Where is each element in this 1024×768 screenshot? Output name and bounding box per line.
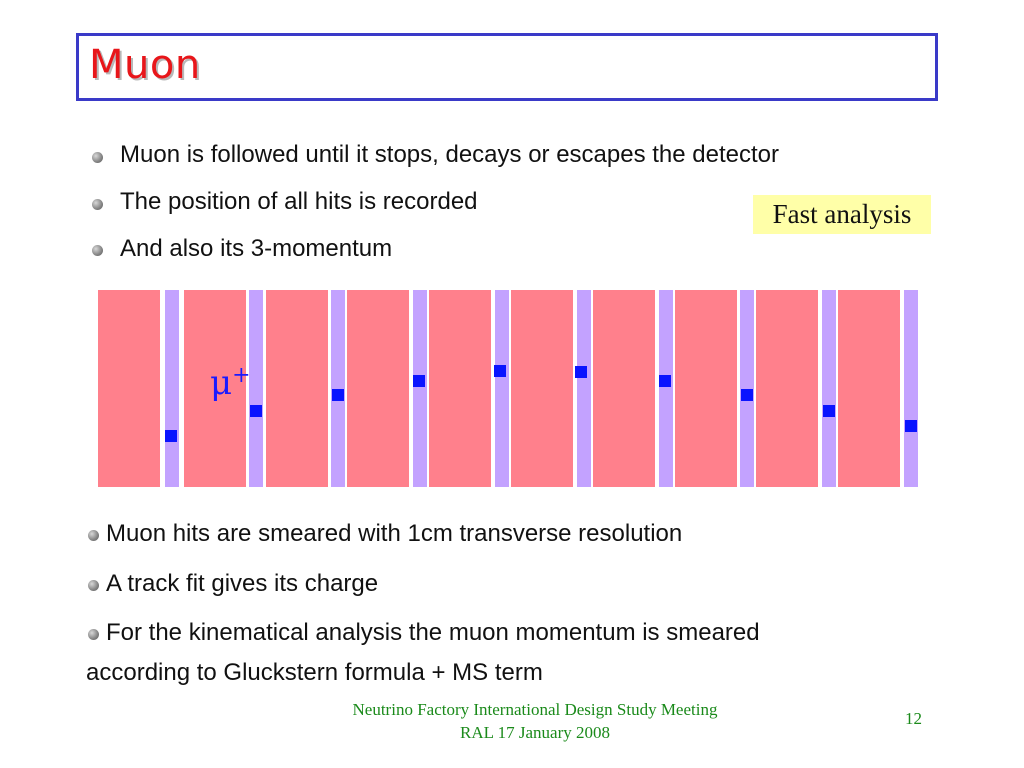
muon-charge: + <box>232 363 250 388</box>
bullet-bottom-2: A track fit gives its charge <box>106 570 379 597</box>
muon-hit-4 <box>413 375 425 387</box>
scintillator-layer-3 <box>331 290 345 487</box>
absorber-plate-1 <box>98 290 160 487</box>
absorber-plate-6 <box>511 290 573 487</box>
fast-analysis-note: Fast analysis <box>753 195 931 234</box>
bullet-top-3: And also its 3-momentum <box>120 235 393 262</box>
bullet-dot-icon <box>88 530 99 541</box>
absorber-plate-3 <box>266 290 328 487</box>
scintillator-layer-6 <box>577 290 591 487</box>
absorber-plate-4 <box>347 290 409 487</box>
absorber-plate-8 <box>675 290 737 487</box>
bullet-dot-icon <box>88 580 99 591</box>
bullet-bottom-1: Muon hits are smeared with 1cm transvers… <box>106 520 683 547</box>
bullet-dot-icon <box>92 245 103 256</box>
muon-hit-10 <box>905 420 917 432</box>
absorber-plate-7 <box>593 290 655 487</box>
scintillator-layer-2 <box>249 290 263 487</box>
title-box: Muon <box>76 33 938 101</box>
bullet-bottom-3-continuation: according to Gluckstern formula + MS ter… <box>86 659 543 686</box>
scintillator-layer-10 <box>904 290 918 487</box>
muon-hit-3 <box>332 389 344 401</box>
scintillator-layer-1 <box>165 290 179 487</box>
scintillator-layer-5 <box>495 290 509 487</box>
footer-line-2: RAL 17 January 2008 <box>460 723 610 742</box>
slide-title: Muon <box>89 42 201 88</box>
absorber-plate-5 <box>429 290 491 487</box>
muon-label: μ <box>210 363 232 403</box>
muon-hit-7 <box>659 375 671 387</box>
scintillator-layer-7 <box>659 290 673 487</box>
muon-hit-1 <box>165 430 177 442</box>
muon-hit-5 <box>494 365 506 377</box>
bullet-bottom-3: For the kinematical analysis the muon mo… <box>106 619 760 646</box>
bullet-dot-icon <box>88 629 99 640</box>
scintillator-layer-9 <box>822 290 836 487</box>
muon-symbol: μ+ <box>210 363 251 403</box>
absorber-plate-2 <box>184 290 246 487</box>
scintillator-layer-8 <box>740 290 754 487</box>
scintillator-layer-4 <box>413 290 427 487</box>
absorber-plate-10 <box>838 290 900 487</box>
muon-hit-9 <box>823 405 835 417</box>
muon-hit-2 <box>250 405 262 417</box>
page-number: 12 <box>905 709 922 728</box>
bullet-top-1: Muon is followed until it stops, decays … <box>120 141 780 168</box>
muon-hit-8 <box>741 389 753 401</box>
absorber-plate-9 <box>756 290 818 487</box>
bullet-dot-icon <box>92 199 103 210</box>
bullet-dot-icon <box>92 152 103 163</box>
muon-hit-6 <box>575 366 587 378</box>
footer-line-1: Neutrino Factory International Design St… <box>352 700 718 719</box>
bullet-top-2: The position of all hits is recorded <box>120 188 478 215</box>
